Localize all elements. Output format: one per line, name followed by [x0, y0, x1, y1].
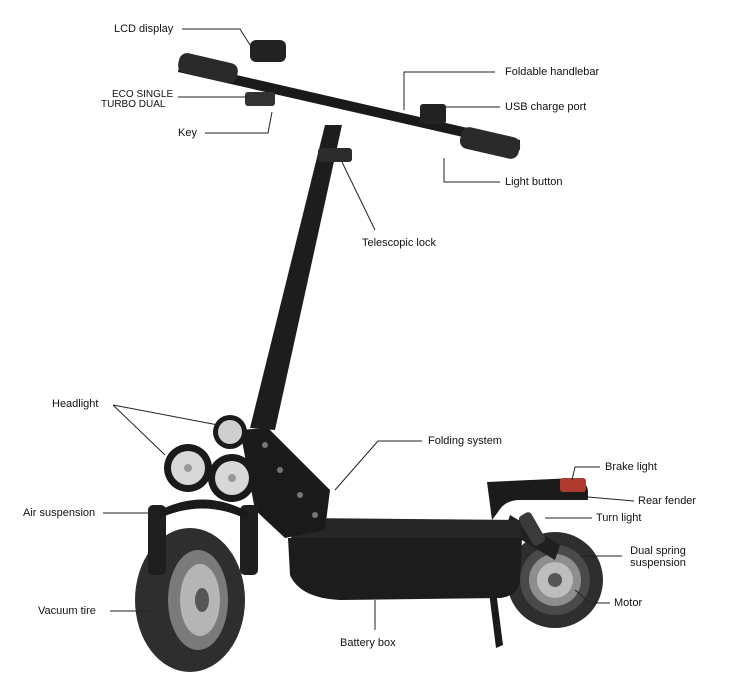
leader-rear-fender [588, 497, 634, 501]
headlight-right [208, 454, 256, 502]
left-grip [177, 52, 240, 85]
leader-folding [335, 441, 422, 490]
headlight-left [164, 444, 212, 492]
label-battery-box: Battery box [340, 637, 396, 649]
brake-light-shape [560, 478, 586, 492]
label-dual-spring-line2: suspension [626, 557, 690, 569]
mode-switch-unit [245, 92, 275, 106]
leader-telescopic [342, 162, 375, 230]
leader-headlight-2 [113, 405, 218, 425]
label-light-button: Light button [505, 176, 563, 188]
label-folding-system: Folding system [428, 435, 502, 447]
lcd-unit [250, 40, 286, 62]
stem [250, 125, 342, 430]
label-dual-spring-line1: Dual spring [626, 545, 690, 557]
label-turn-light: Turn light [596, 512, 641, 524]
battery-box-shape [288, 538, 522, 600]
label-telescopic-lock: Telescopic lock [362, 237, 436, 249]
label-brake-light: Brake light [605, 461, 657, 473]
label-mode-line2: TURBO DUAL [101, 99, 165, 111]
label-rear-fender: Rear fender [638, 495, 696, 507]
telescopic-collar [318, 148, 352, 162]
label-usb-charge-port: USB charge port [505, 101, 586, 113]
label-vacuum-tire: Vacuum tire [38, 605, 96, 617]
label-air-suspension: Air suspension [23, 507, 95, 519]
label-key: Key [178, 127, 197, 139]
leader-headlight-1 [113, 405, 165, 455]
label-headlight: Headlight [52, 398, 98, 410]
headlight-top [213, 415, 247, 449]
right-grip [458, 126, 521, 161]
leader-handlebar [404, 72, 495, 110]
label-foldable-handlebar: Foldable handlebar [505, 66, 599, 78]
leader-light-button [444, 158, 500, 182]
leader-lcd [182, 29, 250, 45]
front-fender [160, 499, 248, 520]
leader-key [205, 112, 272, 133]
label-lcd-display: LCD display [114, 23, 173, 35]
label-motor: Motor [614, 597, 642, 609]
